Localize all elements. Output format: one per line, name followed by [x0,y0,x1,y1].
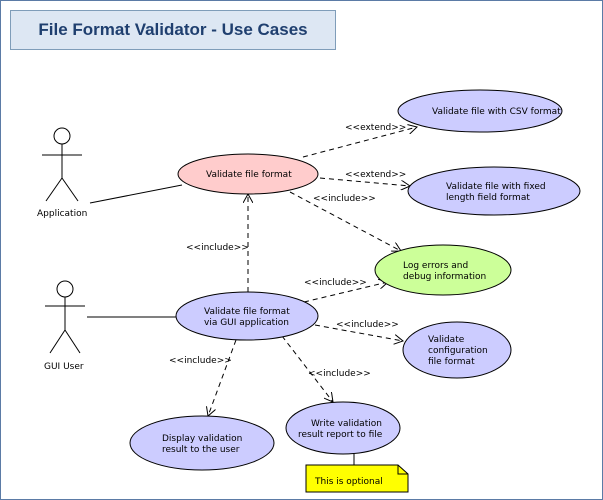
actor-gui-user-label: GUI User [44,362,84,372]
include-display-line [208,339,237,416]
actor-right-leg [61,177,79,202]
usecase-validate-config-text-1: Validate [428,335,465,345]
usecase-validate-config: Validate configuration file format [402,321,512,379]
usecase-display-result: Display validation result to the user [129,415,275,471]
include-log-from-format-line [289,191,401,251]
usecase-write-report: Write validation result report to file [285,401,401,455]
usecase-log-errors-text-2: debug information [403,272,486,282]
actor-application: Application [37,127,87,219]
extend-fixed-label: <<extend>> [345,170,406,180]
usecase-write-report-text-1: Write validation [311,419,382,429]
association-application [89,184,183,204]
actor-left-leg [49,329,66,354]
actor-left-leg [45,177,63,202]
actor-gui-user: GUI User [44,280,85,372]
note-optional: This is optional [305,464,409,493]
usecase-validate-fixed-length-text-1: Validate file with fixed [446,182,546,192]
actor-head [53,127,71,145]
usecase-log-errors: Log errors and debug information [374,244,512,296]
usecase-write-report-text-2: result report to file [298,430,383,440]
include-write-line [281,335,333,402]
usecase-validate-csv-text: Validate file with CSV format [432,107,561,117]
usecase-validate-config-text-2: configuration [428,346,488,356]
include-log-from-format-label: <<include>> [313,194,376,204]
usecase-validate-gui-text-1: Validate file format [204,307,290,317]
include-log-from-gui-label: <<include>> [304,278,367,288]
actor-right-leg [64,329,81,354]
usecase-validate-csv: Validate file with CSV format [397,89,563,133]
usecase-validate-fixed-length-text-2: length field format [446,193,530,203]
title-box: File Format Validator - Use Cases [10,10,336,50]
actor-head [56,280,74,298]
include-format-from-gui-label: <<include>> [186,243,249,253]
usecase-display-result-text-1: Display validation [162,434,242,444]
diagram-title: File Format Validator - Use Cases [38,20,308,39]
usecase-validate-file-format-text: Validate file format [206,170,292,180]
extend-csv-label: <<extend>> [345,123,406,133]
usecase-validate-gui-text-2: via GUI application [204,318,289,328]
usecase-log-errors-text-1: Log errors and [403,261,468,271]
extend-fixed-line [319,177,410,186]
usecase-validate-fixed-length: Validate file with fixed length field fo… [407,166,581,216]
include-config-line [314,324,403,341]
include-write-label: <<include>> [308,369,371,379]
include-display-label: <<include>> [169,356,232,366]
actor-application-label: Application [37,209,87,219]
usecase-validate-file-format: Validate file format [177,153,319,195]
note-optional-text: This is optional [314,477,383,487]
usecase-validate-config-text-3: file format [428,357,475,367]
usecase-validate-gui: Validate file format via GUI application [175,291,319,341]
extend-csv-line [302,127,417,158]
include-config-label: <<include>> [336,320,399,330]
usecase-display-result-text-2: result to the user [162,445,240,455]
